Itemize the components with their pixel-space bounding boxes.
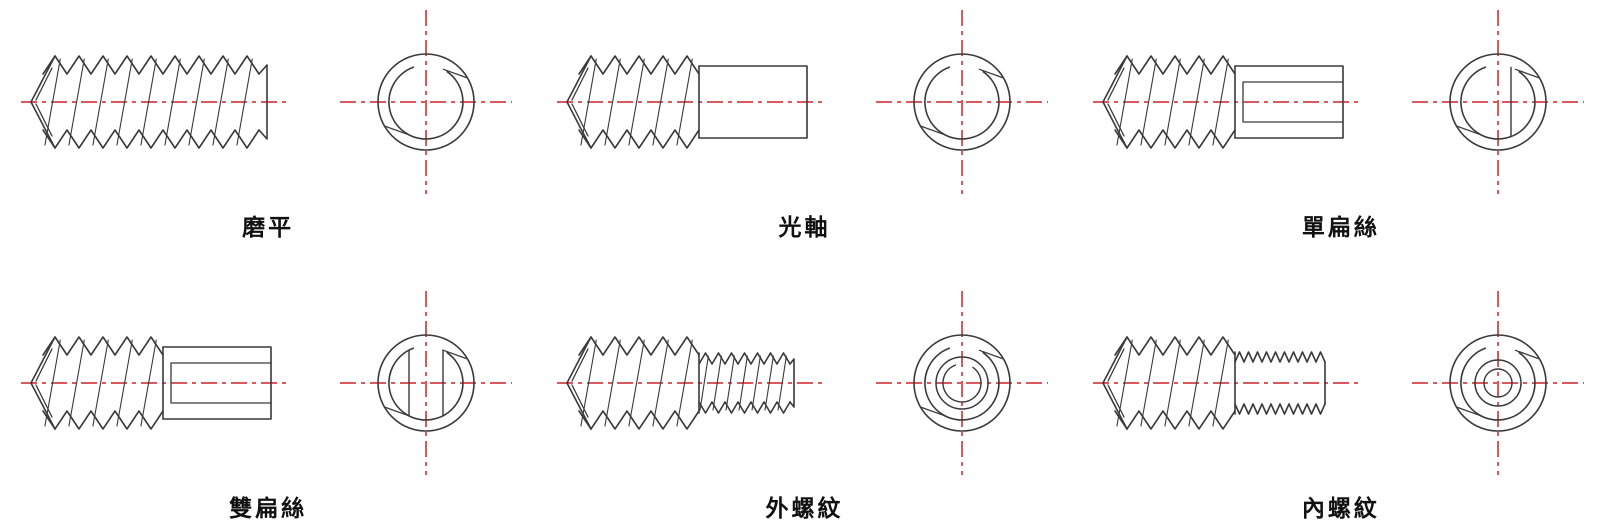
- screw-side-view-double-flat: [20, 336, 287, 430]
- screw-side-view-external-thread: [556, 336, 823, 430]
- screw-end-view-plain-shaft: [875, 10, 1048, 194]
- screw-side-view-plain-shaft: [556, 55, 823, 149]
- figure-label-internal-thread: 內螺紋: [1301, 496, 1380, 522]
- views-plain-shaft: [556, 2, 1052, 202]
- figure-internal-thread: 內螺紋: [1073, 265, 1609, 530]
- screw-side-view-single-flat: [1093, 55, 1360, 149]
- views-internal-thread: [1093, 283, 1588, 483]
- figure-label-single-flat: 單扁絲: [1301, 215, 1380, 241]
- screw-side-view-ground-flat: [20, 55, 287, 149]
- figure-label-double-flat: 雙扁絲: [229, 496, 308, 522]
- views-double-flat: [20, 283, 516, 483]
- figure-label-plain-shaft: 光軸: [778, 215, 831, 241]
- figure-ground-flat: 磨平: [0, 0, 536, 265]
- figure-label-external-thread: 外螺紋: [765, 496, 844, 522]
- screw-side-view-internal-thread: [1093, 336, 1360, 430]
- figure-label-ground-flat: 磨平: [242, 215, 295, 241]
- screw-end-view-single-flat: [1412, 10, 1585, 194]
- figure-plain-shaft: 光軸: [536, 0, 1072, 265]
- views-ground-flat: [20, 2, 516, 202]
- screw-end-view-ground-flat: [339, 10, 512, 194]
- screw-end-view-external-thread: [875, 291, 1048, 475]
- views-external-thread: [556, 283, 1052, 483]
- screw-end-view-double-flat: [339, 291, 512, 475]
- figure-double-flat: 雙扁絲: [0, 265, 536, 530]
- figure-single-flat: 單扁絲: [1073, 0, 1609, 265]
- screw-end-view-internal-thread: [1412, 291, 1585, 475]
- views-single-flat: [1093, 2, 1588, 202]
- figure-external-thread: 外螺紋: [536, 265, 1072, 530]
